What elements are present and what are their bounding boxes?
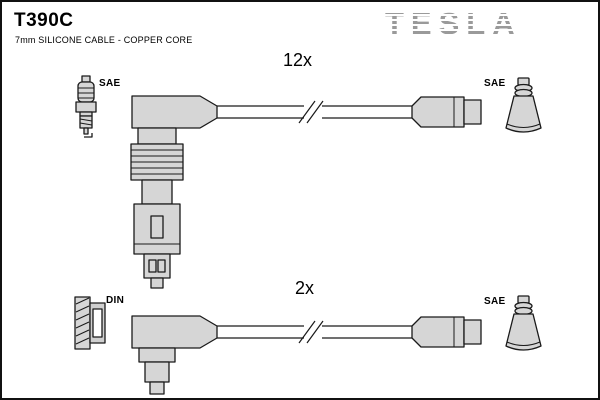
- cone-boot-icon-bottom: [505, 295, 542, 351]
- quantity-label-top: 12x: [283, 50, 313, 70]
- part-number: T390C: [14, 10, 74, 31]
- terminal-label-top-left: SAE: [99, 78, 121, 89]
- cable-break-icon-top: [298, 100, 324, 124]
- cable-bottom: [217, 320, 412, 344]
- straight-connector-icon-bottom: [411, 316, 482, 348]
- cable-break-icon-bottom: [298, 320, 324, 344]
- terminal-label-bottom-right: SAE: [484, 296, 506, 307]
- top-assembly-diagram: [75, 75, 542, 289]
- cone-boot-icon-top: [505, 77, 542, 133]
- tesla-logo: TESLA: [385, 6, 522, 42]
- terminal-label-bottom-left: DIN: [106, 295, 125, 306]
- angled-boot-icon-top: [130, 95, 218, 289]
- bottom-assembly-diagram: [74, 295, 542, 395]
- din-connector-icon: [74, 296, 106, 350]
- spark-plug-icon: [75, 75, 97, 138]
- cable-spec-subtitle: 7mm SILICONE CABLE - COPPER CORE: [15, 35, 193, 45]
- terminal-label-top-right: SAE: [484, 78, 506, 89]
- angled-boot-icon-bottom: [131, 315, 218, 395]
- cable-top: [217, 100, 412, 124]
- quantity-label-bottom: 2x: [295, 278, 315, 298]
- straight-connector-icon-top: [411, 96, 482, 128]
